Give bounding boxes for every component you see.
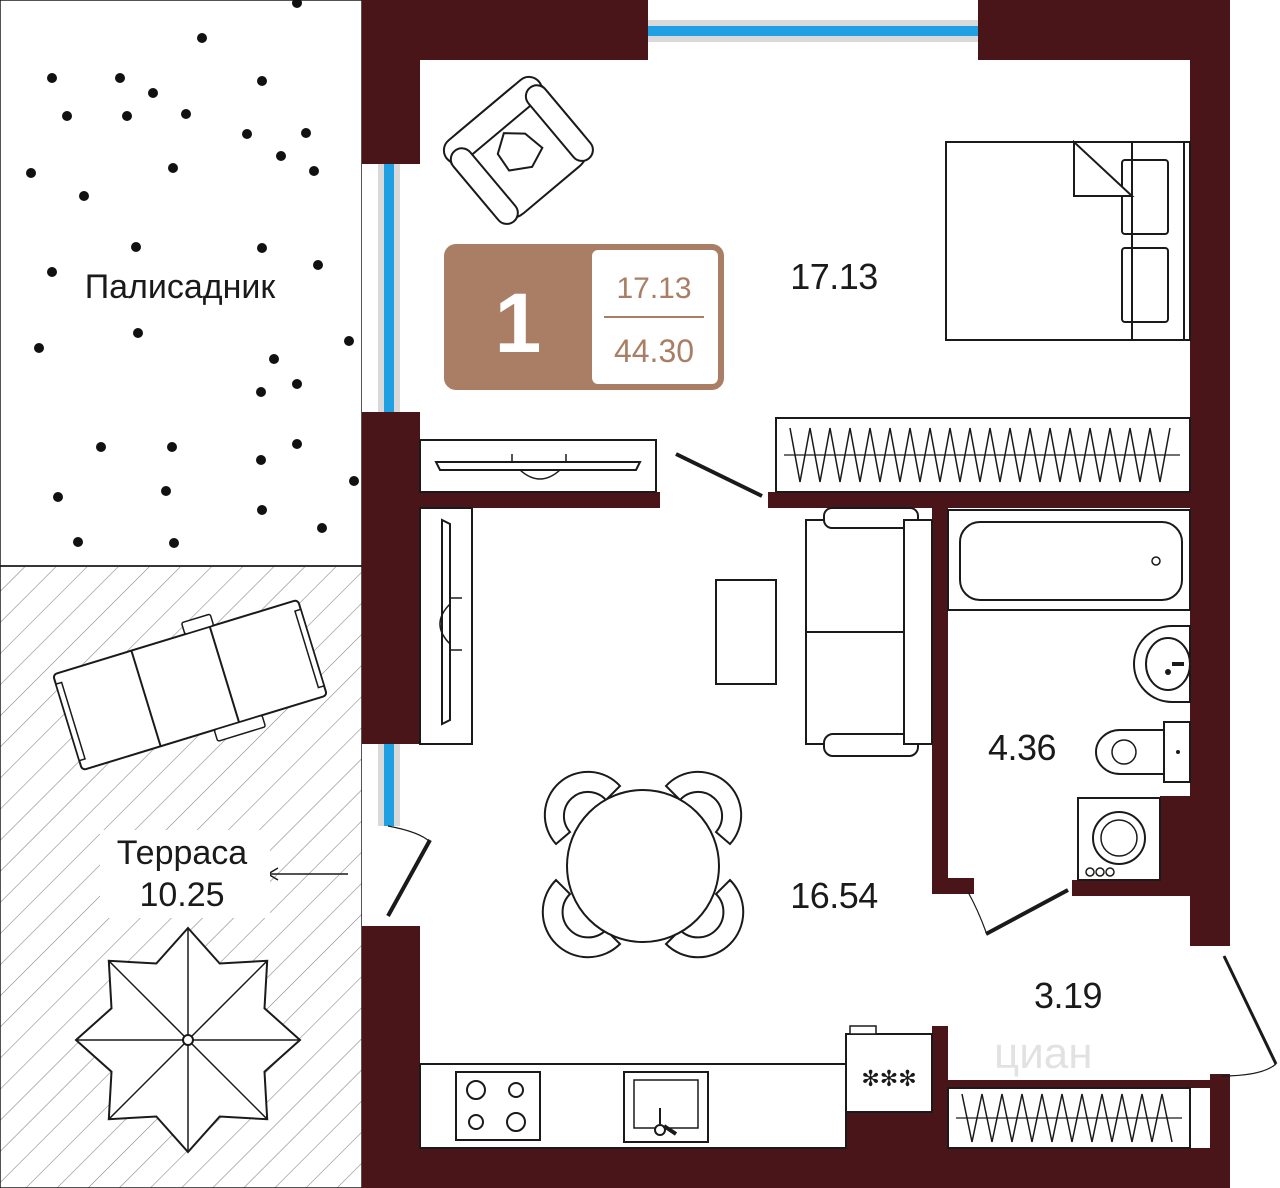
sunbed-icon — [52, 599, 328, 771]
tv-icon — [419, 439, 657, 493]
tv-icon-living — [419, 507, 473, 745]
fridge-icon: ✻✻✻ — [845, 1025, 933, 1113]
living-area-value: 17.13 — [616, 272, 691, 305]
wardrobe-icon — [775, 417, 1191, 493]
dining-table-icon — [541, 770, 745, 959]
terrace-area: Терраса 10.25 — [0, 565, 363, 1188]
terrace-area-value: 10.25 — [139, 876, 224, 914]
washing-machine-icon — [1077, 797, 1161, 881]
sink-icon — [623, 1071, 709, 1143]
garden-label: Палисадник — [85, 268, 277, 306]
terrace-label: Терраса — [117, 834, 247, 872]
bathtub-icon — [947, 509, 1191, 611]
walls — [362, 0, 1230, 1188]
watermark: циан — [994, 1029, 1093, 1078]
hallway-area: 3.19 — [1034, 975, 1102, 1016]
parasol-icon — [74, 926, 302, 1154]
bed-icon — [945, 139, 1191, 341]
watermark-text: циан — [994, 1029, 1093, 1078]
window-top — [648, 20, 978, 42]
garden-area: Палисадник — [0, 0, 363, 567]
coffee-table-icon — [715, 579, 777, 685]
room-count: 1 — [495, 276, 542, 370]
hallway-wardrobe-icon — [947, 1087, 1191, 1149]
toilet-icon — [1095, 721, 1191, 783]
hob-icon — [455, 1071, 541, 1141]
window-left-bedroom — [378, 164, 400, 412]
apartment-badge: 1 17.13 44.30 — [444, 244, 724, 390]
kitchen-living-area: 16.54 — [790, 875, 878, 916]
bedroom-area: 17.13 — [790, 256, 878, 297]
bathroom-area: 4.36 — [988, 727, 1056, 768]
total-area-value: 44.30 — [614, 333, 694, 369]
garden-dots — [26, 0, 359, 548]
window-left-living — [378, 744, 400, 826]
svg-text:✻✻✻: ✻✻✻ — [861, 1067, 916, 1092]
doors — [386, 452, 1278, 1077]
armchair-icon — [442, 75, 594, 225]
sofa-icon — [805, 507, 933, 757]
washbasin-icon — [1133, 625, 1191, 703]
